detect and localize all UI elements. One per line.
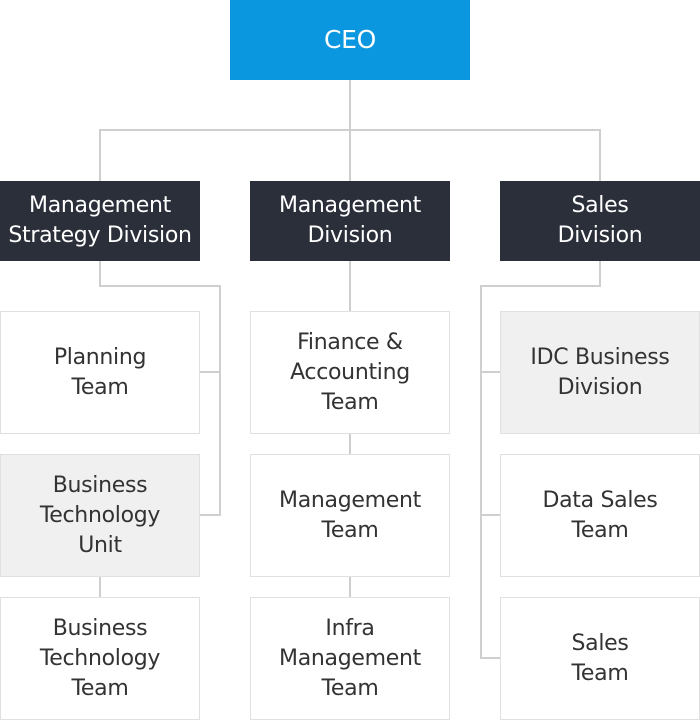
division-idc-business: IDC Business Division bbox=[500, 311, 700, 434]
connector-div3-team1 bbox=[480, 371, 500, 373]
team-business-technology: Business Technology Team bbox=[0, 597, 200, 720]
connector-div1-spine bbox=[219, 285, 221, 516]
ceo-box: CEO bbox=[230, 0, 470, 80]
connector-div1-down bbox=[99, 261, 101, 286]
division-management: Management Division bbox=[250, 181, 450, 261]
connector-div2-down bbox=[349, 261, 351, 311]
division-management-strategy: Management Strategy Division bbox=[0, 181, 200, 261]
connector-div2-team23 bbox=[349, 577, 351, 597]
team-management: Management Team bbox=[250, 454, 450, 577]
team-sales: Sales Team bbox=[500, 597, 700, 720]
connector-to-division-2 bbox=[349, 129, 351, 181]
connector-to-division-3 bbox=[599, 129, 601, 181]
division-sales: Sales Division bbox=[500, 181, 700, 261]
connector-div1-team2 bbox=[200, 514, 220, 516]
connector-div3-team2 bbox=[480, 514, 500, 516]
team-planning: Planning Team bbox=[0, 311, 200, 434]
connector-div2-team12 bbox=[349, 434, 351, 454]
connector-div1-team1 bbox=[200, 371, 220, 373]
team-infra-management: Infra Management Team bbox=[250, 597, 450, 720]
connector-ceo-down bbox=[349, 80, 351, 130]
connector-to-division-1 bbox=[99, 129, 101, 181]
connector-div3-spine bbox=[480, 285, 482, 659]
unit-business-technology: Business Technology Unit bbox=[0, 454, 200, 577]
connector-div1-unit-team bbox=[99, 577, 101, 597]
connector-div3-down bbox=[599, 261, 601, 286]
connector-div3-team3 bbox=[480, 657, 500, 659]
connector-div1-right bbox=[99, 285, 220, 287]
team-data-sales: Data Sales Team bbox=[500, 454, 700, 577]
connector-div3-left bbox=[480, 285, 601, 287]
team-finance-accounting: Finance & Accounting Team bbox=[250, 311, 450, 434]
